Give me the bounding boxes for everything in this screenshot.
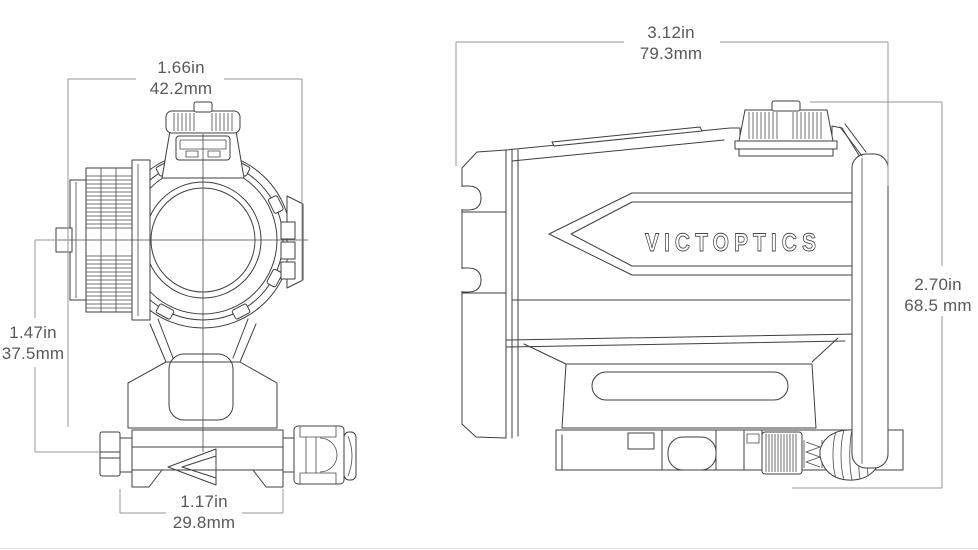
front-center-lines (56, 134, 308, 452)
side-dimension-lines (455, 41, 943, 489)
battery-cap (734, 100, 838, 157)
side-height-inches: 2.70in (914, 275, 962, 294)
front-rail-clamp (99, 425, 357, 488)
side-main-body (505, 125, 861, 365)
right-clamp-nut (282, 425, 357, 485)
top-sight-groove (551, 126, 703, 147)
brand-logo: VICTOPTICS (645, 229, 821, 257)
left-clamp-bolt (119, 437, 133, 473)
front-rail-dimension-label: 1.17in 29.8mm (144, 491, 264, 533)
chevron-accent (548, 192, 857, 276)
side-mount-riser (561, 363, 817, 429)
front-dimension-lines (34, 78, 303, 514)
side-length-dimension-label: 3.12in 79.3mm (611, 22, 731, 64)
front-rail-inches: 1.17in (180, 492, 228, 511)
front-rail-mm: 29.8mm (172, 513, 236, 532)
front-width-inches: 1.66in (157, 58, 205, 77)
side-length-mm: 79.3mm (639, 44, 703, 63)
front-height-dimension-label: 1.47in 37.5mm (0, 322, 73, 364)
side-objective-bezel (459, 148, 519, 439)
front-mount-riser (127, 318, 278, 429)
side-view-drawing: VICTOPTICS (455, 41, 943, 489)
page-divider (0, 548, 978, 549)
front-height-inches: 1.47in (9, 323, 57, 342)
front-height-mm: 37.5mm (1, 344, 65, 363)
side-length-inches: 3.12in (647, 23, 695, 42)
front-side-plate (280, 195, 304, 289)
front-view-drawing (34, 78, 357, 514)
side-rail-clamp (555, 429, 904, 481)
front-width-mm: 42.2mm (149, 79, 213, 98)
side-height-dimension-label: 2.70in 68.5 mm (878, 274, 978, 316)
rear-ocular-housing (839, 123, 889, 469)
side-height-mm: 68.5 mm (904, 296, 972, 315)
front-width-dimension-label: 1.66in 42.2mm (121, 57, 241, 99)
